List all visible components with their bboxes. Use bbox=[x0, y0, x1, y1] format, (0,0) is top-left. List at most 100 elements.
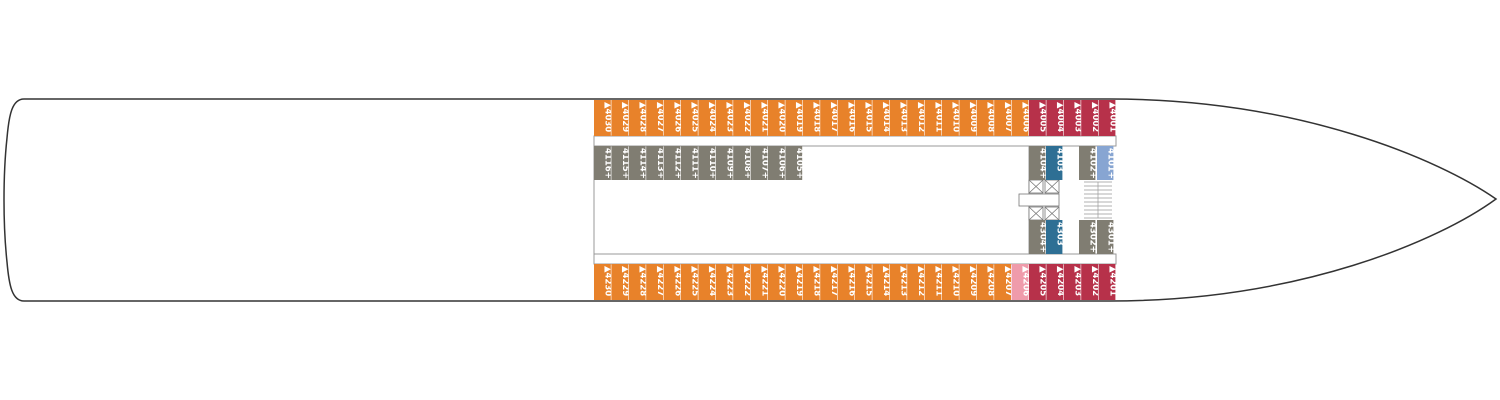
cabin-4217[interactable]: ▲4217 bbox=[820, 264, 839, 300]
cabin-number: ▲4017 bbox=[829, 102, 839, 132]
cabin-block bbox=[715, 100, 733, 136]
cabin-4003[interactable]: ▲4003 bbox=[1063, 100, 1083, 136]
cabin-4006[interactable]: ▲4006 bbox=[1011, 100, 1031, 136]
cabin-4020[interactable]: ▲4020 bbox=[768, 100, 787, 136]
cabin-4103[interactable]: 4103 bbox=[1046, 146, 1065, 180]
cabin-block bbox=[1046, 100, 1064, 136]
cabin-4113-plus[interactable]: 4113+ bbox=[646, 146, 665, 180]
cabin-4223[interactable]: ▲4223 bbox=[715, 264, 735, 300]
cabin-number: ▲4003 bbox=[1073, 102, 1083, 132]
cabin-4109-plus[interactable]: 4109+ bbox=[715, 146, 735, 180]
cabin-4017[interactable]: ▲4017 bbox=[820, 100, 839, 136]
cabin-4213[interactable]: ▲4213 bbox=[889, 264, 909, 300]
corridor-bottom bbox=[593, 253, 1117, 265]
cabin-4104-plus[interactable]: 4104+ bbox=[1029, 146, 1048, 180]
cabin-4220[interactable]: ▲4220 bbox=[768, 264, 787, 300]
cabin-4105-plus[interactable]: 4105+ bbox=[785, 146, 804, 180]
cabin-4024[interactable]: ▲4024 bbox=[698, 100, 717, 136]
cabin-4211[interactable]: ▲4211 bbox=[924, 264, 944, 300]
cabin-4226[interactable]: ▲4226 bbox=[663, 264, 683, 300]
cabin-4007[interactable]: ▲4007 bbox=[994, 100, 1013, 136]
cabin-number: ▲4014 bbox=[881, 102, 891, 132]
cabin-4102-plus[interactable]: 4102+ bbox=[1079, 146, 1098, 180]
cabin-number: 4107+ bbox=[759, 148, 769, 179]
cabin-4029[interactable]: ▲4029 bbox=[611, 100, 630, 136]
cabin-4218[interactable]: ▲4218 bbox=[802, 264, 822, 300]
cabin-4002[interactable]: ▲4002 bbox=[1081, 100, 1100, 136]
cabin-4021[interactable]: ▲4021 bbox=[750, 100, 770, 136]
cabin-4210[interactable]: ▲4210 bbox=[942, 264, 961, 300]
cabin-4303[interactable]: 4303 bbox=[1046, 220, 1065, 254]
cabin-4205[interactable]: ▲4205 bbox=[1029, 264, 1048, 300]
cabin-4212[interactable]: ▲4212 bbox=[907, 264, 926, 300]
cabin-4012[interactable]: ▲4012 bbox=[907, 100, 926, 136]
cabin-4229[interactable]: ▲4229 bbox=[611, 264, 630, 300]
cabin-4108-plus[interactable]: 4108+ bbox=[733, 146, 752, 180]
cabin-number: ▲4224 bbox=[707, 266, 717, 296]
cabin-4101-plus[interactable]: 4101+ bbox=[1097, 146, 1116, 180]
cabin-4221[interactable]: ▲4221 bbox=[750, 264, 770, 300]
cabin-4202[interactable]: ▲4202 bbox=[1081, 264, 1100, 300]
cabin-4219[interactable]: ▲4219 bbox=[785, 264, 804, 300]
cabin-4028[interactable]: ▲4028 bbox=[628, 100, 648, 136]
cabin-4207[interactable]: ▲4207 bbox=[994, 264, 1013, 300]
cabin-4214[interactable]: ▲4214 bbox=[872, 264, 891, 300]
cabin-4030[interactable]: ▲4030 bbox=[594, 100, 613, 136]
cabin-block bbox=[785, 146, 803, 180]
cabin-4008[interactable]: ▲4008 bbox=[976, 100, 996, 136]
cabin-number: 4115+ bbox=[620, 148, 630, 179]
cabin-4216[interactable]: ▲4216 bbox=[837, 264, 857, 300]
cabin-4230[interactable]: ▲4230 bbox=[594, 264, 613, 300]
cabin-4018[interactable]: ▲4018 bbox=[802, 100, 822, 136]
cabin-4228[interactable]: ▲4228 bbox=[628, 264, 648, 300]
cabin-4114-plus[interactable]: 4114+ bbox=[628, 146, 648, 180]
cabin-4112-plus[interactable]: 4112+ bbox=[663, 146, 683, 180]
cabin-4301-plus[interactable]: 4301+ bbox=[1097, 220, 1116, 254]
cabin-4115-plus[interactable]: 4115+ bbox=[611, 146, 630, 180]
cabin-4224[interactable]: ▲4224 bbox=[698, 264, 717, 300]
cabin-4015[interactable]: ▲4015 bbox=[855, 100, 874, 136]
cabin-block bbox=[768, 146, 785, 180]
cabin-4116-plus[interactable]: 4116+ bbox=[594, 146, 613, 180]
cabin-4014[interactable]: ▲4014 bbox=[872, 100, 891, 136]
cabin-4004[interactable]: ▲4004 bbox=[1046, 100, 1065, 136]
cabin-4107-plus[interactable]: 4107+ bbox=[750, 146, 770, 180]
cabin-4208[interactable]: ▲4208 bbox=[976, 264, 996, 300]
cabin-4026[interactable]: ▲4026 bbox=[663, 100, 683, 136]
cabin-4106-plus[interactable]: 4106+ bbox=[768, 146, 787, 180]
cabin-4111-plus[interactable]: 4111+ bbox=[681, 146, 700, 180]
cabin-4206[interactable]: ▲4206 bbox=[1011, 264, 1031, 300]
cabin-4019[interactable]: ▲4019 bbox=[785, 100, 804, 136]
cabin-4022[interactable]: ▲4022 bbox=[733, 100, 752, 136]
cabin-4027[interactable]: ▲4027 bbox=[646, 100, 665, 136]
cabin-4304-plus[interactable]: 4304+ bbox=[1029, 220, 1048, 254]
cabin-block bbox=[1063, 264, 1081, 300]
cabin-4209[interactable]: ▲4209 bbox=[959, 264, 978, 300]
cabin-4222[interactable]: ▲4222 bbox=[733, 264, 752, 300]
cabin-block bbox=[663, 146, 681, 180]
cabin-block bbox=[1079, 220, 1096, 254]
cabin-4001[interactable]: ▲4001 bbox=[1098, 100, 1118, 136]
cabin-block bbox=[733, 146, 750, 180]
cabin-4204[interactable]: ▲4204 bbox=[1046, 264, 1065, 300]
cabin-4013[interactable]: ▲4013 bbox=[889, 100, 909, 136]
cabin-4023[interactable]: ▲4023 bbox=[715, 100, 735, 136]
cabin-4203[interactable]: ▲4203 bbox=[1063, 264, 1083, 300]
cabin-4009[interactable]: ▲4009 bbox=[959, 100, 978, 136]
cabin-number: ▲4013 bbox=[899, 102, 909, 132]
cabin-4110-plus[interactable]: 4110+ bbox=[698, 146, 717, 180]
cabin-4010[interactable]: ▲4010 bbox=[942, 100, 961, 136]
cabin-4215[interactable]: ▲4215 bbox=[855, 264, 874, 300]
cabin-4201[interactable]: ▲4201 bbox=[1098, 264, 1118, 300]
cabin-4011[interactable]: ▲4011 bbox=[924, 100, 944, 136]
cabin-block bbox=[976, 100, 994, 136]
cabin-number: 4110+ bbox=[707, 148, 717, 179]
cabin-number: 4108+ bbox=[742, 148, 752, 179]
cabin-4227[interactable]: ▲4227 bbox=[646, 264, 665, 300]
cabin-4302-plus[interactable]: 4302+ bbox=[1079, 220, 1098, 254]
cabin-4025[interactable]: ▲4025 bbox=[681, 100, 700, 136]
cabin-4225[interactable]: ▲4225 bbox=[681, 264, 700, 300]
cabin-4005[interactable]: ▲4005 bbox=[1029, 100, 1048, 136]
cabins-layer: ▲4030▲4029▲4028▲4027▲4026▲4025▲4024▲4023… bbox=[594, 100, 1117, 300]
cabin-4016[interactable]: ▲4016 bbox=[837, 100, 857, 136]
